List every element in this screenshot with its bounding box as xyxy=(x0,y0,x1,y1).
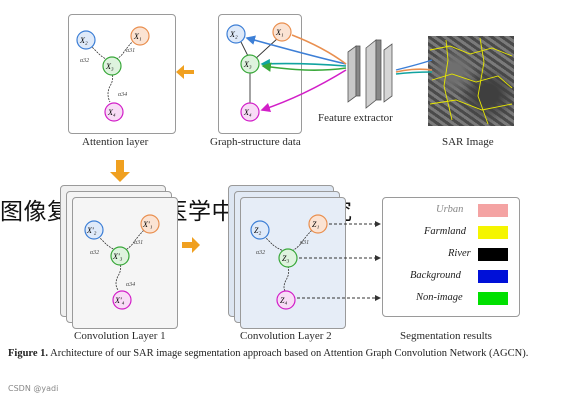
graph-structure-label: Graph-structure data xyxy=(210,136,301,148)
feature-extractor-blocks xyxy=(347,39,393,109)
conv-layer-2-label: Convolution Layer 2 xyxy=(240,330,332,342)
attention-layer-label: Attention layer xyxy=(82,136,149,148)
node-x2-graph xyxy=(226,24,246,44)
alpha-34-label: α34 xyxy=(118,91,127,98)
node-z4-conv2 xyxy=(276,290,296,310)
attention-graph: α32 α31 α34 X₂ X₁ X₃ X₄ xyxy=(76,26,150,122)
sar-image-label: SAR Image xyxy=(442,136,494,148)
figure-number: Figure 1. xyxy=(8,348,49,359)
figure-caption: Figure 1. Architecture of our SAR image … xyxy=(8,347,584,360)
node-z1-conv2 xyxy=(308,214,328,234)
node-x2-attn xyxy=(76,30,96,50)
arrow-sar-teal xyxy=(395,71,433,75)
node-x1-graph-label: X₁ xyxy=(275,28,284,37)
legend-swatch-non-image xyxy=(478,292,508,305)
legend-swatch-farmland xyxy=(478,226,508,239)
node-x4-graph xyxy=(240,102,260,122)
legend-label-river: River xyxy=(448,248,471,259)
arrow-sar-blue xyxy=(395,59,433,71)
conv1-graph: α32 α31 α34 X'₂ X'₁ X'₃ X'₄ xyxy=(84,214,160,310)
legend-label-farmland: Farmland xyxy=(424,226,466,237)
node-x3-attn xyxy=(102,56,122,76)
node-z1-conv2-label: Z₁ xyxy=(312,220,319,229)
legend-swatch-river xyxy=(478,248,508,261)
node-z2-conv2-label: Z₂ xyxy=(254,226,261,235)
arrow-feature-to-x3-teal xyxy=(260,58,347,69)
edge-x1-x3 xyxy=(253,37,279,61)
conv-layer-1-label: Convolution Layer 1 xyxy=(74,330,166,342)
node-x4-attn xyxy=(104,102,124,122)
conv1-alpha-32: α32 xyxy=(90,250,99,256)
arrow-attention-to-conv1 xyxy=(110,160,130,182)
node-x2p-conv1 xyxy=(84,220,104,240)
graph-structure: X₂ X₁ X₃ X₄ xyxy=(226,22,292,122)
legend-label-urban: Urban xyxy=(436,204,464,215)
arrow-conv1-to-conv2 xyxy=(182,237,200,253)
node-x4-attn-label: X₄ xyxy=(107,108,116,117)
arrow-feature-to-x3 xyxy=(261,62,347,72)
legend-label-non-image: Non-image xyxy=(416,292,463,303)
legend-swatch-urban xyxy=(478,204,508,217)
node-x3-graph xyxy=(240,54,260,74)
node-z4-conv2-label: Z₄ xyxy=(280,296,287,305)
node-x2-graph-label: X₂ xyxy=(229,30,238,39)
node-z3-conv2 xyxy=(278,248,298,268)
legend-swatch-background xyxy=(478,270,508,283)
conv1-alpha-31: α31 xyxy=(134,240,143,246)
node-x2-attn-label: X₂ xyxy=(79,36,88,45)
node-x3-attn-label: X₃ xyxy=(105,62,114,71)
arrow-to-attention xyxy=(176,65,194,79)
node-x1p-conv1-label: X'₁ xyxy=(142,220,153,229)
alpha-31-label: α31 xyxy=(126,48,135,54)
conv2-graph: α32 α31 Z₂ Z₁ Z₃ Z₄ xyxy=(250,214,328,310)
conv2-alpha-32: α32 xyxy=(256,250,265,256)
arrow-feature-to-x2 xyxy=(245,35,347,65)
arrow-feature-to-x4 xyxy=(260,69,347,113)
watermark: CSDN @yadi xyxy=(8,384,59,393)
node-x2p-conv1-label: X'₂ xyxy=(86,226,97,235)
sar-segmentation-outline xyxy=(429,37,513,125)
conv1-alpha-34: α34 xyxy=(126,281,135,288)
node-x1-attn-label: X₁ xyxy=(133,32,142,41)
node-x4-graph-label: X₄ xyxy=(243,108,252,117)
arrow-feature-to-x1 xyxy=(291,34,347,65)
node-z2-conv2 xyxy=(250,220,270,240)
feature-extractor-label: Feature extractor xyxy=(318,112,393,124)
node-x3p-conv1 xyxy=(110,246,130,266)
node-z3-conv2-label: Z₃ xyxy=(282,254,289,263)
node-x1-attn xyxy=(130,26,150,46)
segmentation-results-label: Segmentation results xyxy=(400,330,492,342)
node-x4p-conv1 xyxy=(112,290,132,310)
node-x3-graph-label: X₃ xyxy=(243,60,252,69)
legend-label-background: Background xyxy=(410,270,461,281)
alpha-32-label: α32 xyxy=(80,58,89,64)
node-x1p-conv1 xyxy=(140,214,160,234)
node-x4p-conv1-label: X'₄ xyxy=(114,296,125,305)
conv2-alpha-31: α31 xyxy=(300,240,309,246)
arrow-sar-orange xyxy=(395,68,433,73)
node-x1-graph xyxy=(272,22,292,42)
node-x3p-conv1-label: X'₃ xyxy=(112,252,123,261)
caption-text: Architecture of our SAR image segmentati… xyxy=(48,348,529,359)
